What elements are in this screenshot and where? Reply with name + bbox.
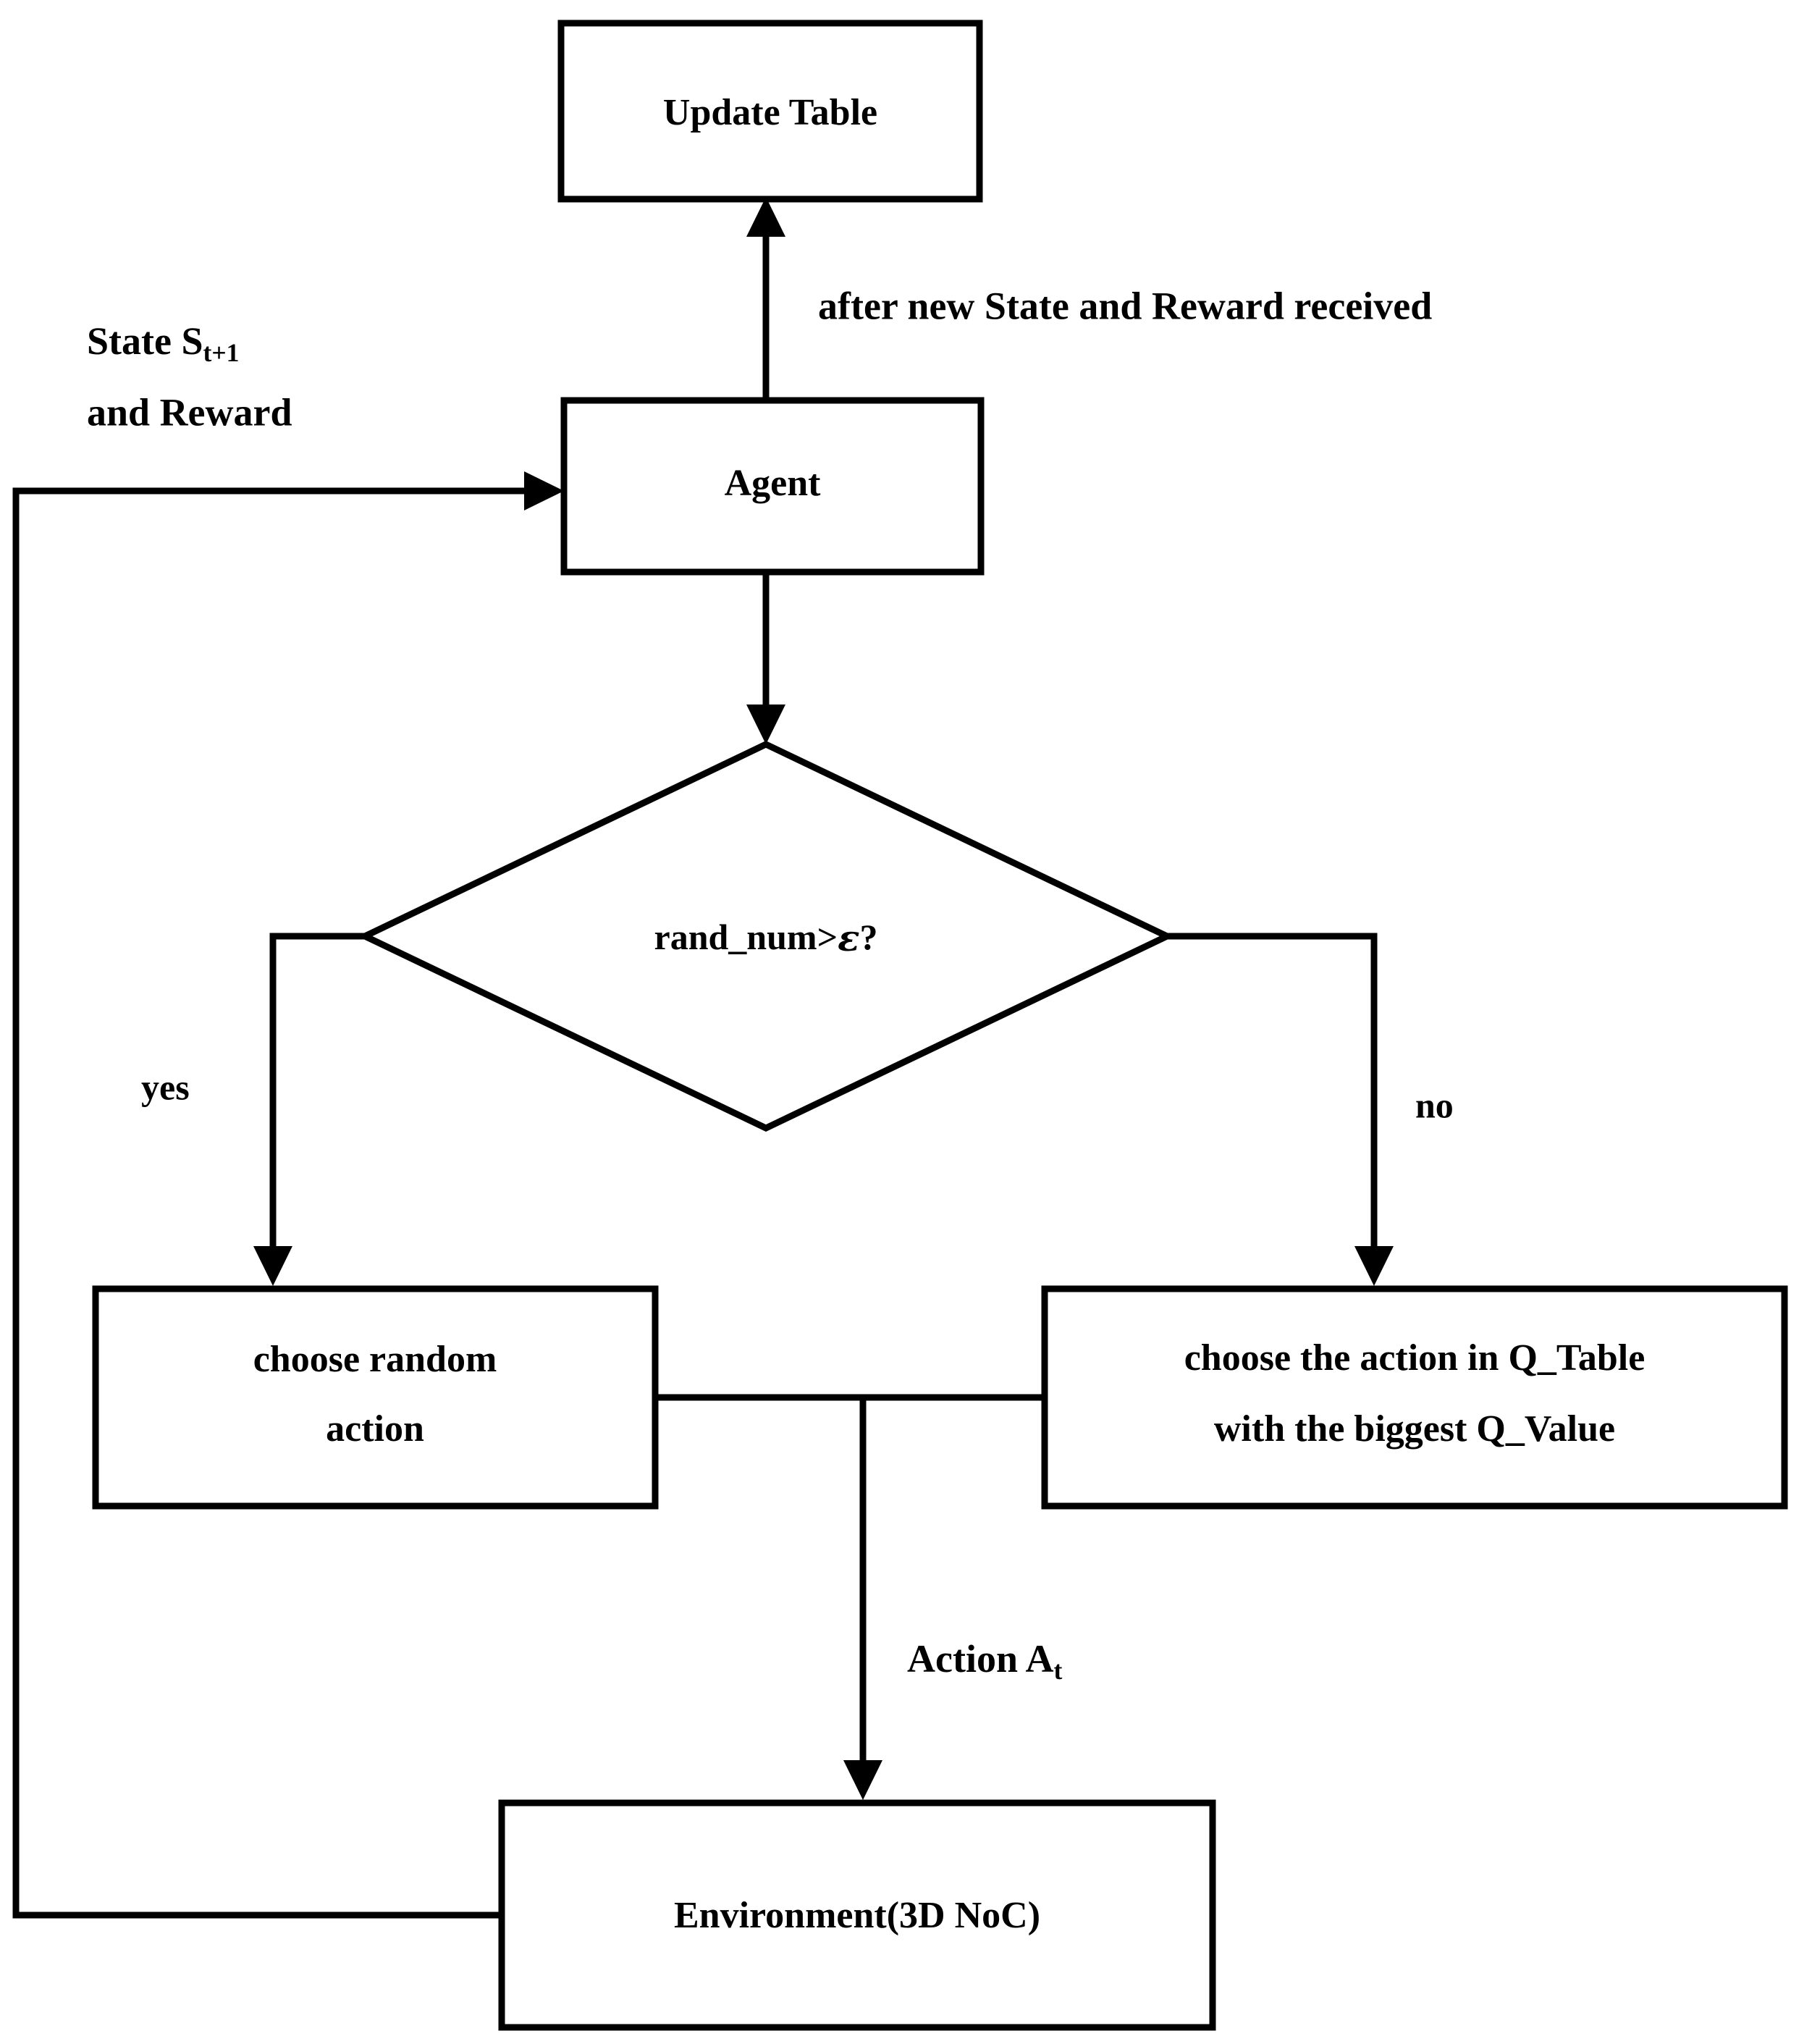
choose-random-line2: action — [326, 1408, 424, 1450]
choose-best-line1: choose the action in Q_Table — [1184, 1337, 1645, 1379]
label-action-prefix: Action A — [907, 1637, 1054, 1681]
choose-random-line1: choose random — [253, 1339, 497, 1380]
node-choose-best-action[interactable]: choose the action in Q_Table with the bi… — [1041, 1285, 1788, 1510]
node-environment[interactable]: Environment(3D NoC) — [498, 1799, 1216, 2031]
label-state-line1: State St+1 — [87, 319, 239, 367]
node-update-table[interactable]: Update Table — [557, 20, 983, 203]
arrowhead-down — [253, 1246, 292, 1286]
node-choose-random-action[interactable]: choose random action — [92, 1285, 659, 1510]
label-state-prefix: State S — [87, 319, 203, 363]
label-yes: yes — [141, 1067, 190, 1107]
decision-label-suffix: ? — [859, 917, 877, 957]
edge-decision-yes — [253, 933, 371, 1286]
environment-label: Environment(3D NoC) — [674, 1895, 1040, 1936]
label-action: Action At — [907, 1637, 1063, 1685]
label-state-line2: and Reward — [87, 390, 292, 434]
edge-action-to-environment — [843, 1397, 882, 1800]
decision-label: rand_num>ε? — [654, 917, 878, 959]
arrowhead-up — [746, 197, 785, 237]
arrowhead-down — [1354, 1246, 1394, 1286]
arrowhead-down — [843, 1760, 882, 1800]
arrowhead-down — [746, 705, 785, 744]
choose-best-line2: with the biggest Q_Value — [1214, 1408, 1615, 1450]
label-no: no — [1415, 1085, 1454, 1125]
edge-decision-no — [1164, 933, 1394, 1286]
decision-label-epsilon: ε — [838, 917, 859, 959]
arrowhead-right — [524, 471, 564, 510]
node-decision[interactable]: rand_num>ε? — [357, 741, 1175, 1132]
agent-label: Agent — [725, 463, 822, 504]
label-after-new-state-reward: after new State and Reward received — [818, 284, 1432, 327]
update-table-label: Update Table — [663, 92, 877, 133]
label-action-subscript: t — [1054, 1656, 1063, 1685]
decision-label-prefix: rand_num> — [654, 917, 838, 957]
node-agent[interactable]: Agent — [560, 397, 985, 576]
edge-agent-to-update-table — [746, 197, 785, 400]
label-state-subscript: t+1 — [203, 338, 240, 367]
edge-agent-to-decision — [746, 572, 785, 744]
edge-environment-to-agent — [12, 471, 564, 1919]
